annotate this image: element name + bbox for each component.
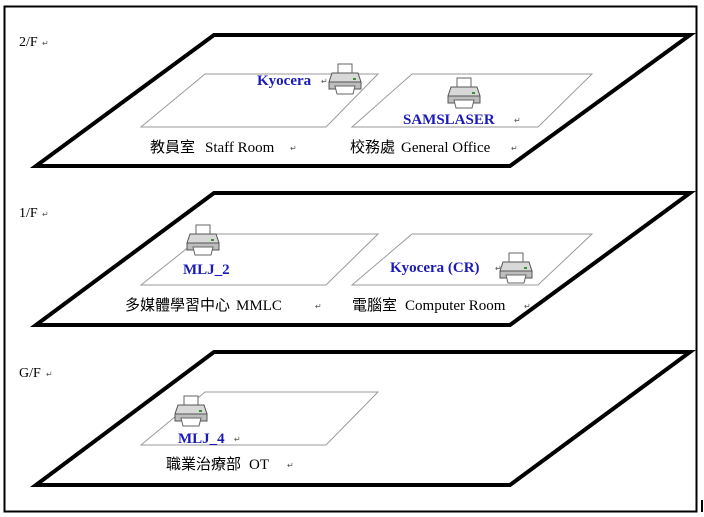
room-name-zh: 電腦室 [352,297,397,314]
floor-slab-gf [29,350,697,487]
room-name-zh: 職業治療部 [166,456,241,473]
room-name-en: Computer Room [405,298,506,314]
room-outline-ot [139,391,380,446]
floor-label-1f: 1/F [19,206,38,221]
paragraph-mark: ↵ [42,39,49,48]
room-name-en: OT [249,457,269,473]
printer-label-mlj-4[interactable]: MLJ_4 [178,431,225,447]
floor-label-2f: 2/F [19,35,38,50]
outer-border [3,5,698,513]
paragraph-mark: ↵ [511,144,518,153]
paragraph-mark: ↵ [495,264,502,273]
paragraph-mark: ↵ [234,435,241,444]
printer-label-samslaser[interactable]: SAMSLASER [403,112,495,128]
room-label-general-office: 校務處 General Office [350,139,491,156]
paragraph-mark: ↵ [42,210,49,219]
floor-label-gf: G/F [19,366,41,381]
printer-icon[interactable] [328,63,362,95]
room-outline-staff-room [139,73,380,128]
room-label-staff-room: 教員室 Staff Room [150,139,275,156]
paragraph-mark: ↵ [46,370,53,379]
room-name-en: MMLC [236,298,282,314]
floor-1f: 1/F ↵ MLJ_2 Kyocera (CR) ↵ 多媒體學習中心 MMLC ↵… [19,191,697,327]
paragraph-mark: ↵ [290,144,297,153]
printer-icon[interactable] [174,395,208,427]
floor-2f: 2/F ↵ Kyocera ↵ SAMSLASER ↵ 教員室 Staff Roo… [19,33,697,168]
floor-gf: G/F ↵ MLJ_4 ↵ 職業治療部 OT ↵ [19,350,697,487]
room-name-zh: 校務處 [350,139,395,156]
printer-label-kyocera-cr[interactable]: Kyocera (CR) [390,260,480,276]
floor-slab-1f [29,191,697,327]
room-label-ot: 職業治療部 OT [166,456,269,473]
room-outline-mmlc [139,233,380,286]
printer-icon[interactable] [447,77,481,109]
paragraph-mark: ↵ [524,302,531,311]
paragraph-mark: ↵ [287,461,294,470]
room-label-mmlc: 多媒體學習中心 MMLC [125,296,282,314]
paragraph-mark: ↵ [321,77,328,86]
paragraph-mark: ↵ [514,116,521,125]
printer-label-mlj-2[interactable]: MLJ_2 [183,262,230,278]
printer-icon[interactable] [186,224,220,256]
room-name-en: General Office [401,140,491,156]
room-name-en: Staff Room [205,140,275,156]
floor-slab-2f [29,33,697,168]
paragraph-mark: ↵ [315,302,322,311]
room-outline-computer-room [350,233,594,286]
room-name-zh: 多媒體學習中心 [125,296,230,314]
room-label-computer-room: 電腦室 Computer Room [352,297,506,314]
room-outline-general-office [350,73,594,128]
room-name-zh: 教員室 [150,139,195,156]
printer-icon[interactable] [499,252,533,284]
printer-label-kyocera[interactable]: Kyocera [257,73,312,89]
